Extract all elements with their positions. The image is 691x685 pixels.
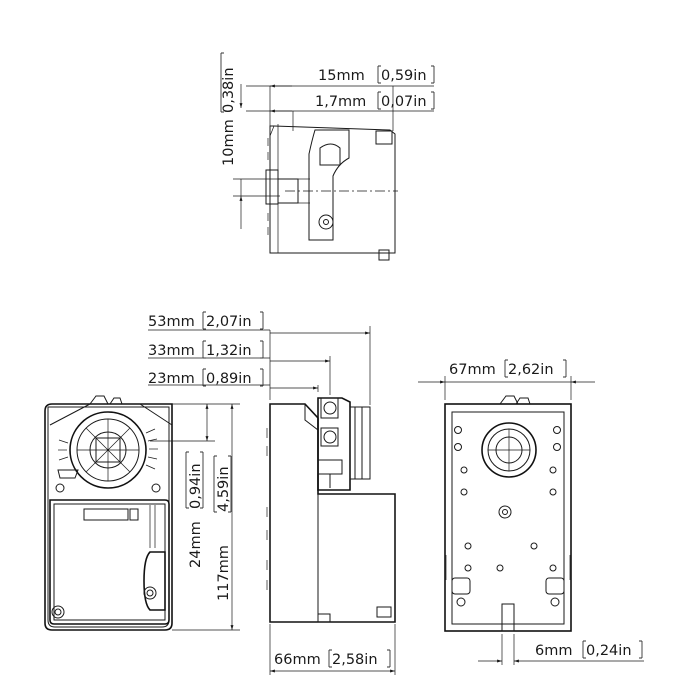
dim-shaft-depth-in: 1,32in: [206, 343, 252, 359]
top-view-adapter: [233, 84, 434, 261]
dim-shaft-height-mm: 24mm: [188, 521, 204, 568]
dim-shaft-depth: 33mm 1,32in: [148, 340, 264, 359]
dim-side-horizontals: [148, 326, 371, 405]
dim-overall-height-in: 4,59in: [216, 466, 232, 512]
dim-shaft-height-in: 0,94in: [188, 463, 204, 509]
dim-body-depth-lines: [269, 624, 396, 675]
dim-body-depth-in: 2,58in: [332, 652, 378, 668]
dim-anchor-lines: [478, 634, 644, 665]
dim-anchor-mm: 6mm: [535, 643, 572, 659]
dim-anchor: 6mm 0,24in: [535, 640, 643, 659]
dim-width-mm: 67mm: [449, 362, 496, 378]
front-view: GRUNER: [44, 395, 173, 631]
dim-overall-depth: 53mm 2,07in: [148, 311, 264, 330]
dim-top-width-in: 0,59in: [381, 68, 427, 84]
dim-top-height-mm: 10mm: [221, 119, 237, 166]
dim-body-depth-mm: 66mm: [274, 652, 321, 668]
dim-clamp-depth-mm: 23mm: [148, 371, 195, 387]
dim-body-depth: 66mm 2,58in: [274, 649, 391, 668]
dim-overall-depth-in: 2,07in: [206, 314, 252, 330]
dim-top-offset: 1,7mm 0,07in: [315, 91, 435, 110]
dim-overall-height-mm: 117mm: [216, 545, 232, 601]
dim-top-height: 10mm 0,38in: [220, 52, 237, 166]
dim-front-verticals: [150, 403, 240, 631]
brand-label: GRUNER: [87, 511, 125, 520]
dim-width-lines: [418, 376, 595, 400]
dim-shaft-depth-mm: 33mm: [148, 343, 195, 359]
dim-shaft-height: 24mm 0,94in: [185, 451, 204, 568]
dim-anchor-in: 0,24in: [586, 643, 632, 659]
dim-top-offset-mm: 1,7mm: [315, 94, 366, 110]
side-view: [266, 397, 396, 623]
dim-top-height-in: 0,38in: [221, 67, 237, 113]
dim-width-in: 2,62in: [508, 362, 554, 378]
dim-clamp-depth: 23mm 0,89in: [148, 368, 264, 387]
dim-width: 67mm 2,62in: [449, 359, 567, 378]
dim-clamp-depth-in: 0,89in: [206, 371, 252, 387]
dim-top-width-mm: 15mm: [318, 68, 365, 84]
back-view: [444, 395, 572, 632]
dim-overall-height: 117mm 4,59in: [213, 455, 232, 601]
dim-top-offset-in: 0,07in: [381, 94, 427, 110]
dim-top-width: 15mm 0,59in: [318, 65, 435, 84]
dim-overall-depth-mm: 53mm: [148, 314, 195, 330]
